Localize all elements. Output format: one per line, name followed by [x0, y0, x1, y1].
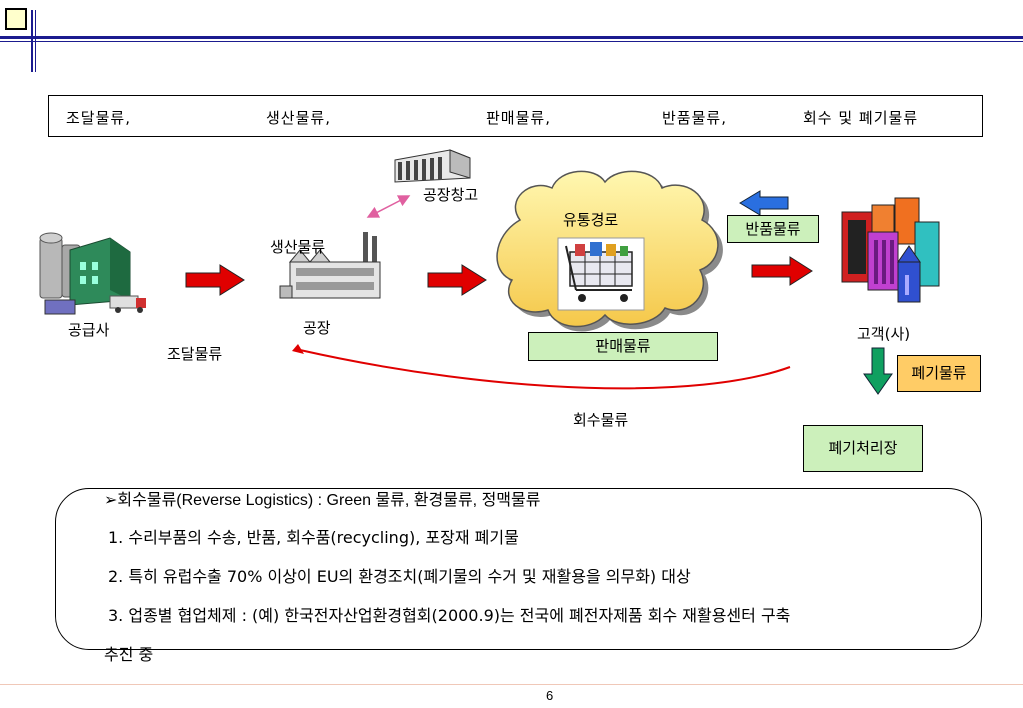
header-square: [5, 8, 27, 30]
factory-icon: [279, 232, 381, 299]
header-vertical-rule-thin: [35, 10, 36, 72]
reverse-logistics-heading: ➢회수물류(Reverse Logistics) : Green 물류, 환경물…: [104, 492, 541, 509]
text-line-1: 1. 수리부품의 수송, 반품, 회수품(recycling), 포장재 폐기물: [108, 528, 519, 547]
page-number: 6: [546, 688, 554, 703]
warehouse-label: 공장창고: [423, 186, 479, 204]
header-vertical-rule: [31, 10, 33, 72]
arrow-factory-to-channel: [427, 264, 487, 296]
arrow-channel-to-customer: [751, 256, 813, 286]
supplier-building-icon: [39, 232, 146, 315]
warehouse-link-arrow: [366, 195, 411, 218]
reverse-logistics-box: [55, 488, 982, 650]
header-rule: [0, 36, 1023, 39]
waste-box: 폐기물류: [897, 355, 981, 392]
category-returns: 반품물류,: [662, 109, 727, 127]
text-line-3: 3. 업종별 협업체제 : (예) 한국전자산업환경협회(2000.9)는 전국…: [108, 606, 791, 625]
category-sales: 판매물류,: [486, 109, 551, 127]
production-label: 생산물류: [270, 238, 326, 256]
category-box: [48, 95, 983, 137]
customer-buildings-icon: [841, 197, 940, 303]
returns-box: 반품물류: [727, 215, 819, 243]
header-rule-thin: [0, 41, 1023, 42]
category-recovery-disposal: 회수 및 폐기물류: [803, 109, 919, 127]
text-line-4: 추진 중: [104, 645, 154, 664]
procurement-label: 조달물류: [167, 345, 223, 363]
category-production: 생산물류,: [266, 109, 331, 127]
shopping-cart-icon: [557, 237, 645, 311]
category-procurement: 조달물류,: [66, 109, 131, 127]
supplier-label: 공급사: [68, 321, 110, 339]
customer-label: 고객(사): [857, 325, 911, 343]
recovery-curve-arrow: [299, 349, 791, 390]
channel-label: 유통경로: [563, 211, 619, 229]
arrow-customer-to-disposal: [863, 347, 893, 395]
footer-rule: [0, 684, 1023, 685]
disposal-site-box: 폐기처리장: [803, 425, 923, 472]
text-line-2: 2. 특히 유럽수출 70% 이상이 EU의 환경조치(폐기물의 수거 및 재활…: [108, 567, 691, 586]
recovery-label: 회수물류: [573, 411, 629, 429]
arrow-supplier-to-factory: [185, 264, 245, 296]
warehouse-icon: [394, 149, 471, 183]
factory-label: 공장: [303, 319, 331, 337]
arrow-returns: [739, 190, 789, 216]
sales-box: 판매물류: [528, 332, 718, 361]
